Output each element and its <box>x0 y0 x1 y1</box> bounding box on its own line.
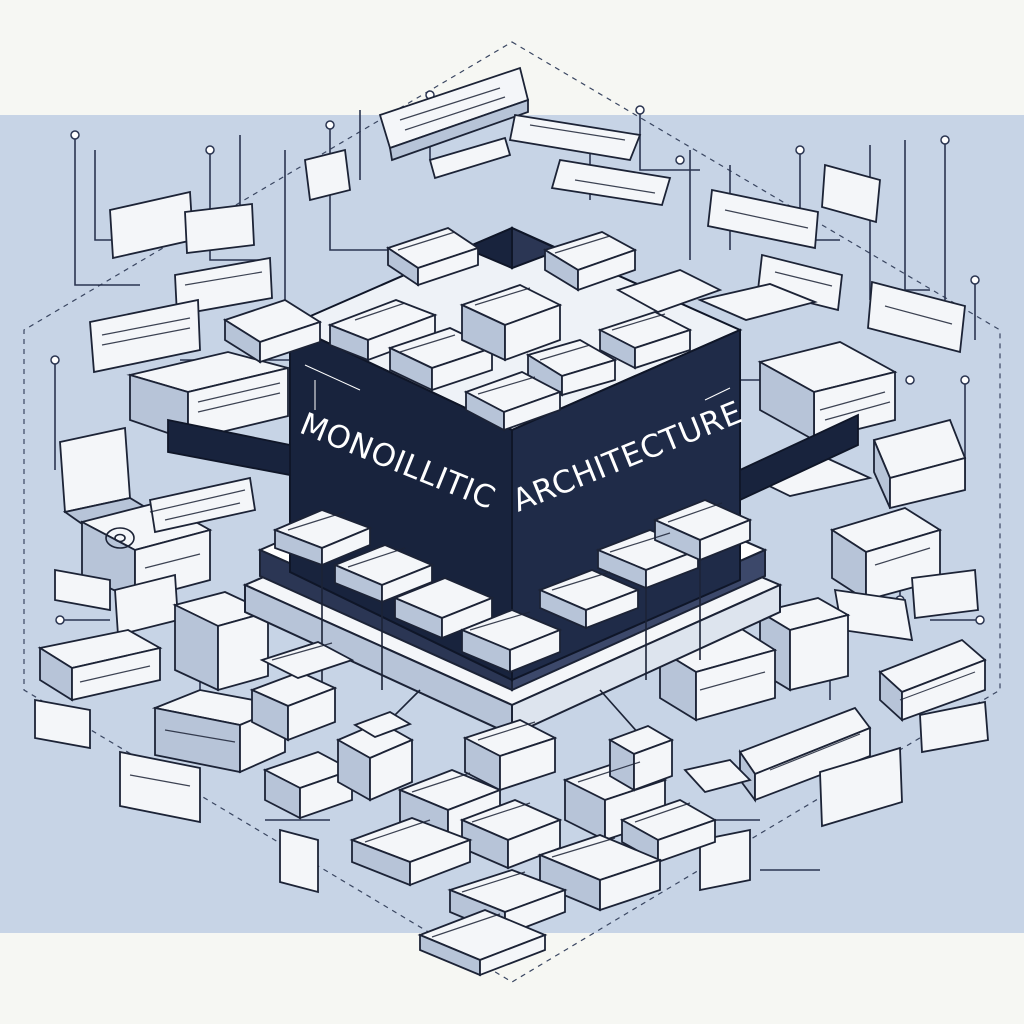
module-text-lines <box>79 87 976 938</box>
cube-top-modules <box>222 227 723 432</box>
disk-icon <box>105 527 135 549</box>
connector-nodes <box>50 90 985 625</box>
module-group-left <box>34 351 289 824</box>
base-modules <box>272 499 753 674</box>
module-group-bottom <box>249 641 718 977</box>
side-rails <box>167 413 859 502</box>
module-group-top <box>89 66 966 374</box>
module-group-right <box>657 283 989 892</box>
dashed-outline <box>23 41 1001 983</box>
